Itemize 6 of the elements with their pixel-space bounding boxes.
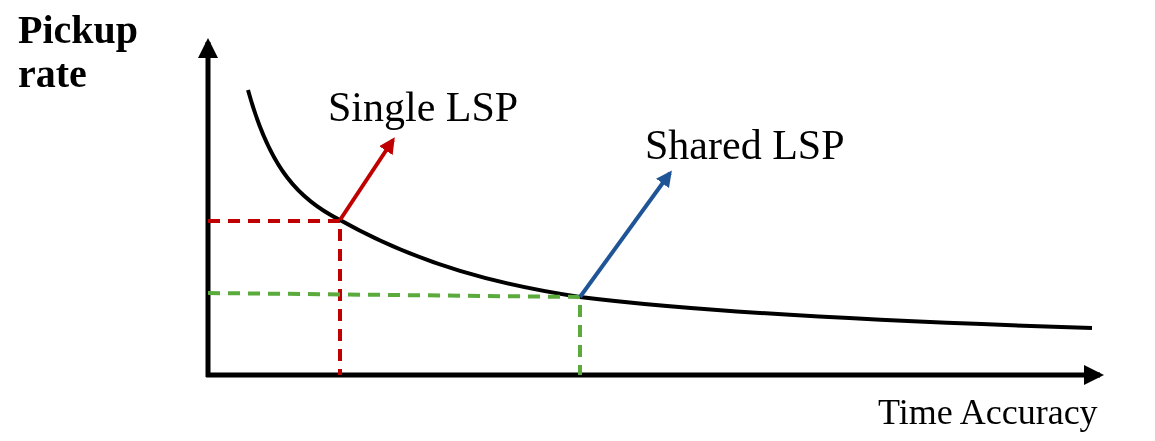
axis-title: Time Accuracy bbox=[878, 393, 1098, 433]
curve-label: Single LSP bbox=[328, 84, 519, 131]
axis-title: Pickup rate bbox=[18, 8, 140, 96]
arrow bbox=[338, 137, 395, 222]
curve-label: Shared LSP bbox=[645, 122, 845, 169]
arrow bbox=[578, 170, 672, 299]
